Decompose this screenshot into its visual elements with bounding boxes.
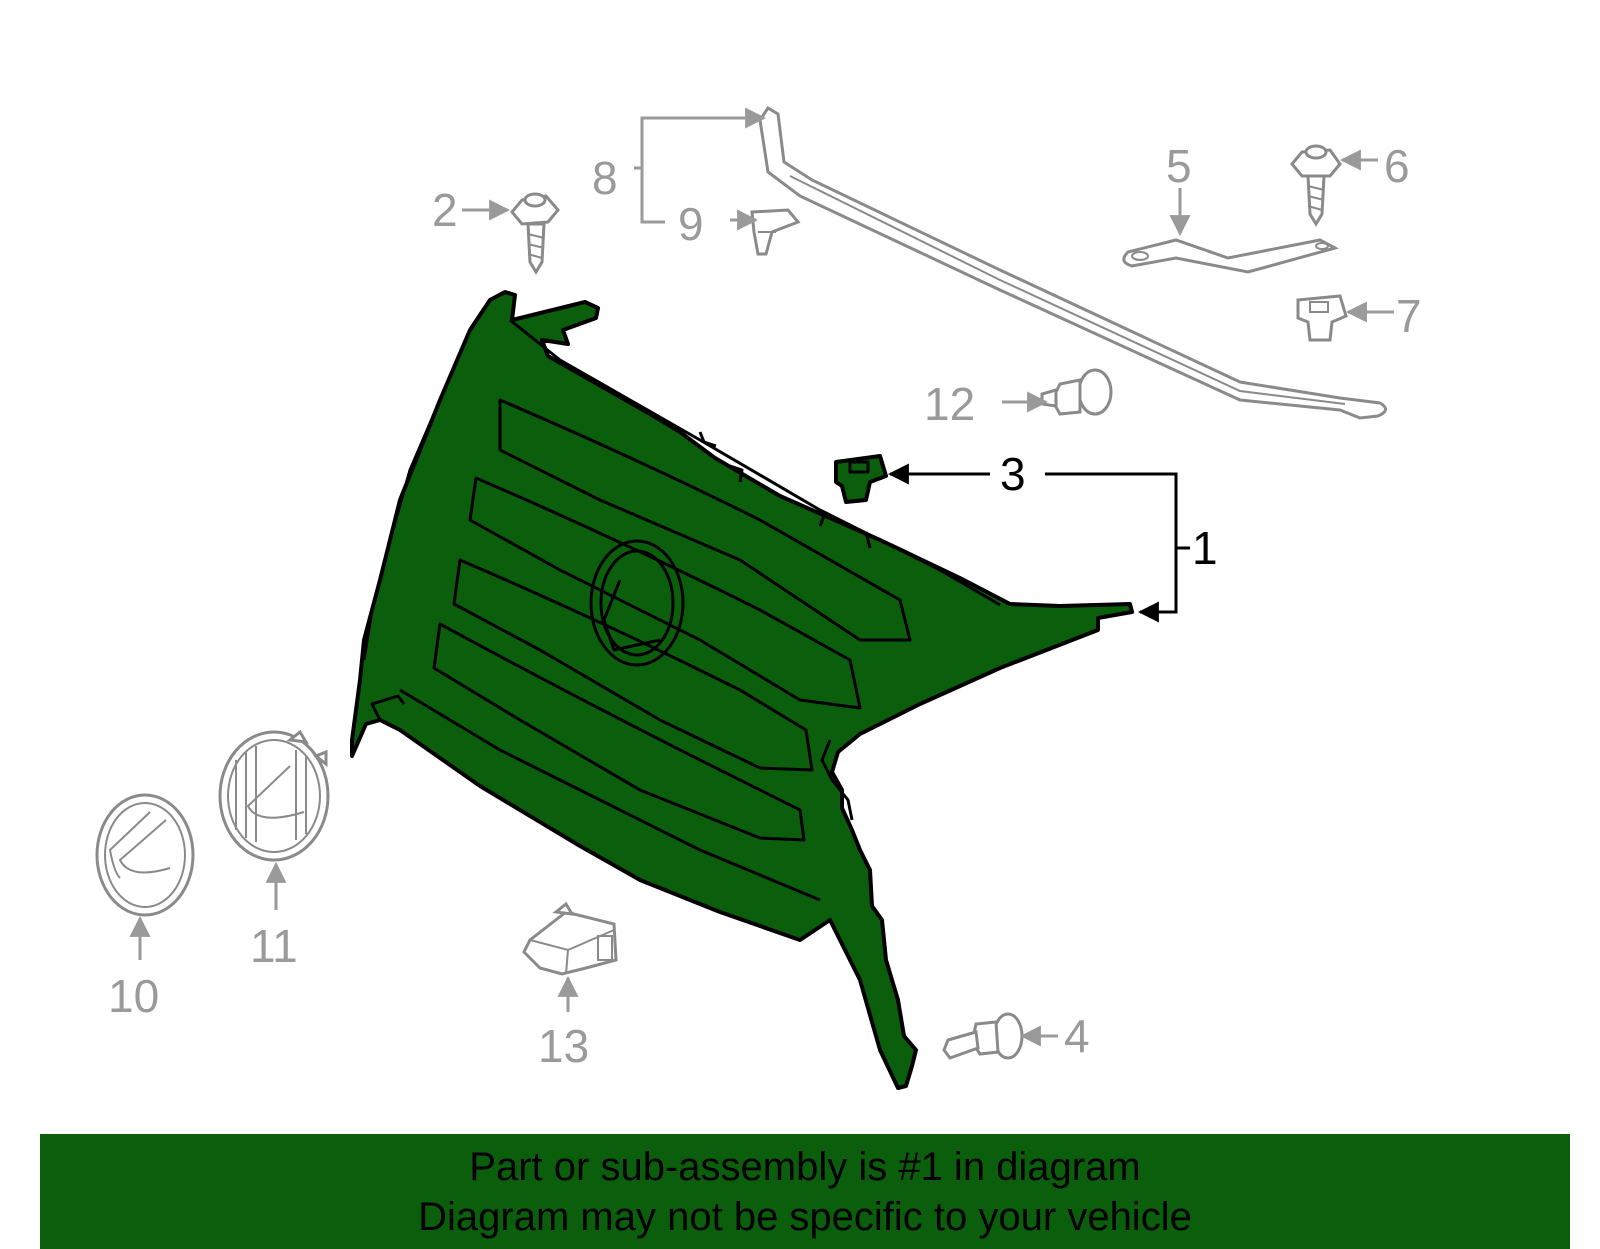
sensor-bracket-part-13 — [522, 901, 618, 976]
bolt-part-6 — [1290, 144, 1342, 227]
nut-clip-part-3 — [834, 454, 888, 504]
banner-line-1: Part or sub-assembly is #1 in diagram — [469, 1145, 1141, 1189]
callout-8: 8 — [592, 152, 618, 204]
callout-labels: 1 2 3 4 5 6 7 8 9 10 11 12 13 — [108, 140, 1422, 1072]
bolt-part-12 — [1040, 368, 1113, 416]
callout-1: 1 — [1192, 522, 1218, 574]
info-banner: Part or sub-assembly is #1 in diagram Di… — [40, 1134, 1570, 1249]
banner-line-2: Diagram may not be specific to your vehi… — [418, 1195, 1192, 1239]
callout-3: 3 — [1000, 448, 1026, 500]
clip-part-9 — [750, 208, 801, 256]
parts-diagram: 1 2 3 4 5 6 7 8 9 10 11 12 13 — [95, 105, 1422, 1090]
callout-7: 7 — [1396, 290, 1422, 342]
leader-lines — [129, 107, 1394, 1047]
callout-2: 2 — [432, 184, 458, 236]
grille-part-1 — [350, 290, 1134, 1090]
screw-part-2 — [510, 192, 560, 275]
support-bar-part — [758, 105, 1387, 420]
bolt-part-4 — [942, 1012, 1024, 1060]
emblem-part-10 — [95, 793, 195, 917]
callout-10: 10 — [108, 970, 159, 1022]
emblem-base-part-11 — [218, 729, 330, 862]
callout-13: 13 — [538, 1020, 589, 1072]
callout-6: 6 — [1384, 140, 1410, 192]
callout-11: 11 — [250, 920, 298, 972]
bracket-part-5 — [1122, 238, 1340, 274]
callout-12: 12 — [924, 378, 975, 430]
callout-4: 4 — [1064, 1010, 1090, 1062]
callout-5: 5 — [1166, 140, 1192, 192]
nut-clip-part-7 — [1296, 294, 1348, 342]
callout-9: 9 — [678, 198, 704, 250]
